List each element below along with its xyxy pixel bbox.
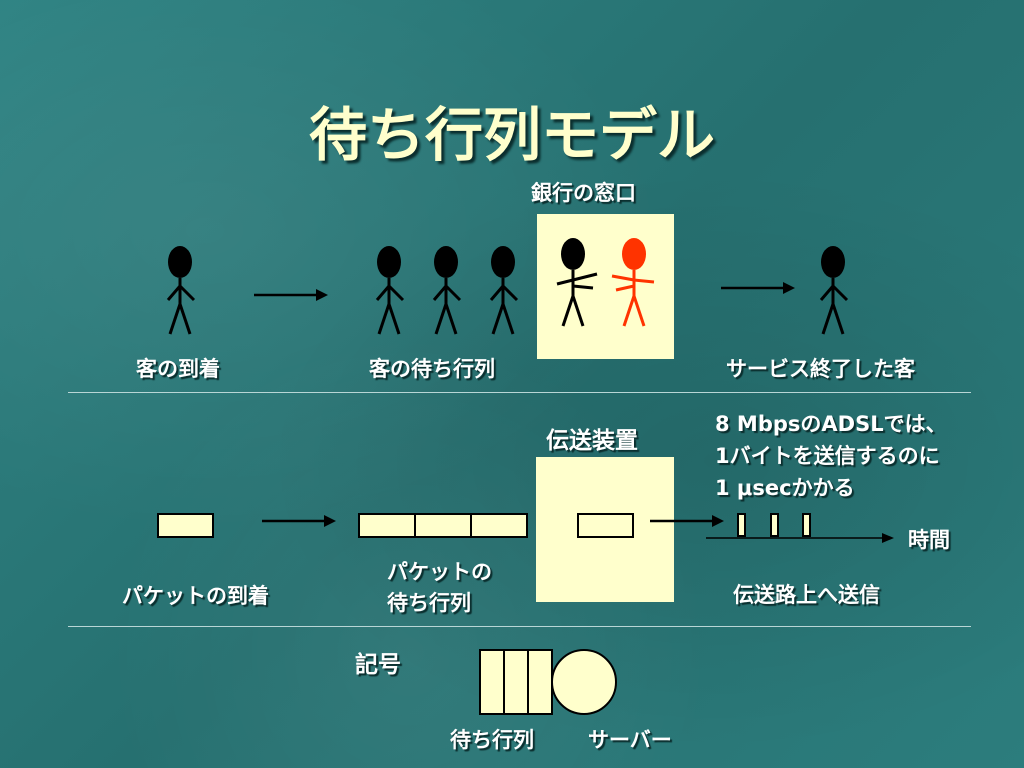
queued-packet — [358, 513, 416, 538]
legend-heading: 記号 — [355, 652, 401, 678]
adsl-note-line2: 1バイトを送信するのに — [715, 444, 940, 468]
time-label: 時間 — [908, 528, 950, 552]
transmission-device-label: 伝送装置 — [546, 428, 638, 454]
arriving-customer-icon — [166, 246, 196, 335]
queued-packet — [470, 513, 528, 538]
customer-at-window-icon — [556, 238, 598, 327]
time-axis-icon — [706, 513, 894, 543]
arriving-packet — [157, 513, 214, 538]
customer-queue-label: 客の待ち行列 — [369, 357, 495, 381]
packet-arrival-label: パケットの到着 — [122, 584, 269, 608]
customer-arrival-label: 客の到着 — [136, 357, 220, 381]
queued-customer-icon — [375, 246, 405, 335]
legend-server-label: サーバー — [588, 728, 672, 752]
bank-window-box — [537, 214, 674, 359]
queued-customer-icon — [432, 246, 462, 335]
adsl-note-line3: 1 μsecかかる — [715, 476, 855, 500]
bank-window-label: 銀行の窓口 — [531, 181, 636, 205]
served-customer-icon — [819, 246, 849, 335]
queued-customer-icon — [489, 246, 519, 335]
departure-arrow-icon — [721, 282, 795, 294]
teller-icon — [611, 238, 655, 327]
transmit-arrow-icon — [650, 515, 724, 527]
transmit-label: 伝送路上へ送信 — [733, 583, 880, 607]
packet-in-service — [577, 513, 634, 538]
legend-queue-server-icon — [479, 649, 617, 715]
legend-queue-label: 待ち行列 — [450, 728, 534, 752]
section-divider — [68, 626, 971, 627]
queued-packet — [414, 513, 472, 538]
page-title: 待ち行列モデル — [308, 101, 715, 169]
packet-queue-label-line1: パケットの — [387, 560, 492, 584]
arrival-arrow-icon — [254, 289, 328, 301]
packet-arrival-arrow-icon — [262, 515, 336, 527]
adsl-note-line1: 8 MbpsのADSLでは、 — [715, 412, 947, 436]
section-divider — [68, 392, 971, 393]
packet-queue-label-line2: 待ち行列 — [387, 591, 471, 615]
served-customer-label: サービス終了した客 — [726, 357, 915, 381]
